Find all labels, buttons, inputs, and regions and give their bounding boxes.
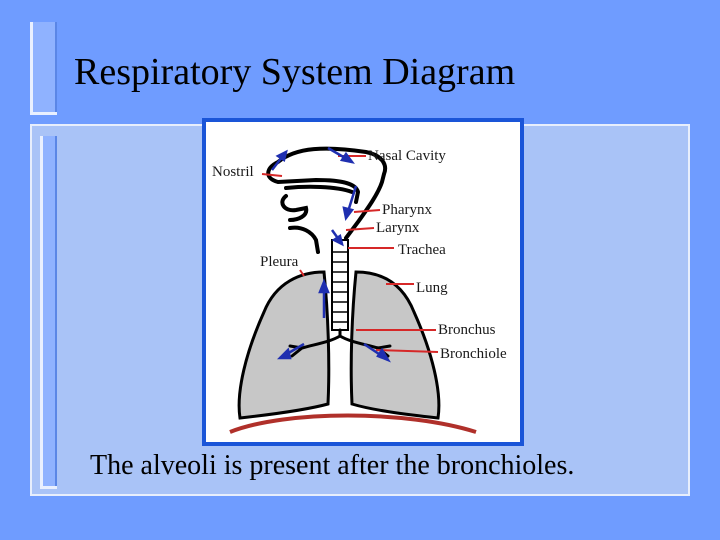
respiratory-diagram: Nostril Nasal Cavity Pharynx Larynx Trac… <box>202 118 524 446</box>
label-larynx: Larynx <box>376 220 420 236</box>
panel-accent-bar <box>40 136 57 489</box>
label-bronchus: Bronchus <box>438 322 496 338</box>
label-lung: Lung <box>416 280 448 296</box>
label-pharynx: Pharynx <box>382 202 432 218</box>
label-nasal-cavity: Nasal Cavity <box>368 148 446 164</box>
label-trachea: Trachea <box>398 242 446 258</box>
label-nostril: Nostril <box>212 164 254 180</box>
title-accent-bar <box>30 22 57 115</box>
label-bronchiole: Bronchiole <box>440 346 507 362</box>
slide-caption: The alveoli is present after the bronchi… <box>90 450 574 482</box>
head-airway-outline <box>268 149 385 252</box>
slide-title: Respiratory System Diagram <box>74 50 515 94</box>
trachea-tube <box>332 240 348 330</box>
label-pleura: Pleura <box>260 254 299 270</box>
diagram-svg: Nostril Nasal Cavity Pharynx Larynx Trac… <box>206 122 520 442</box>
